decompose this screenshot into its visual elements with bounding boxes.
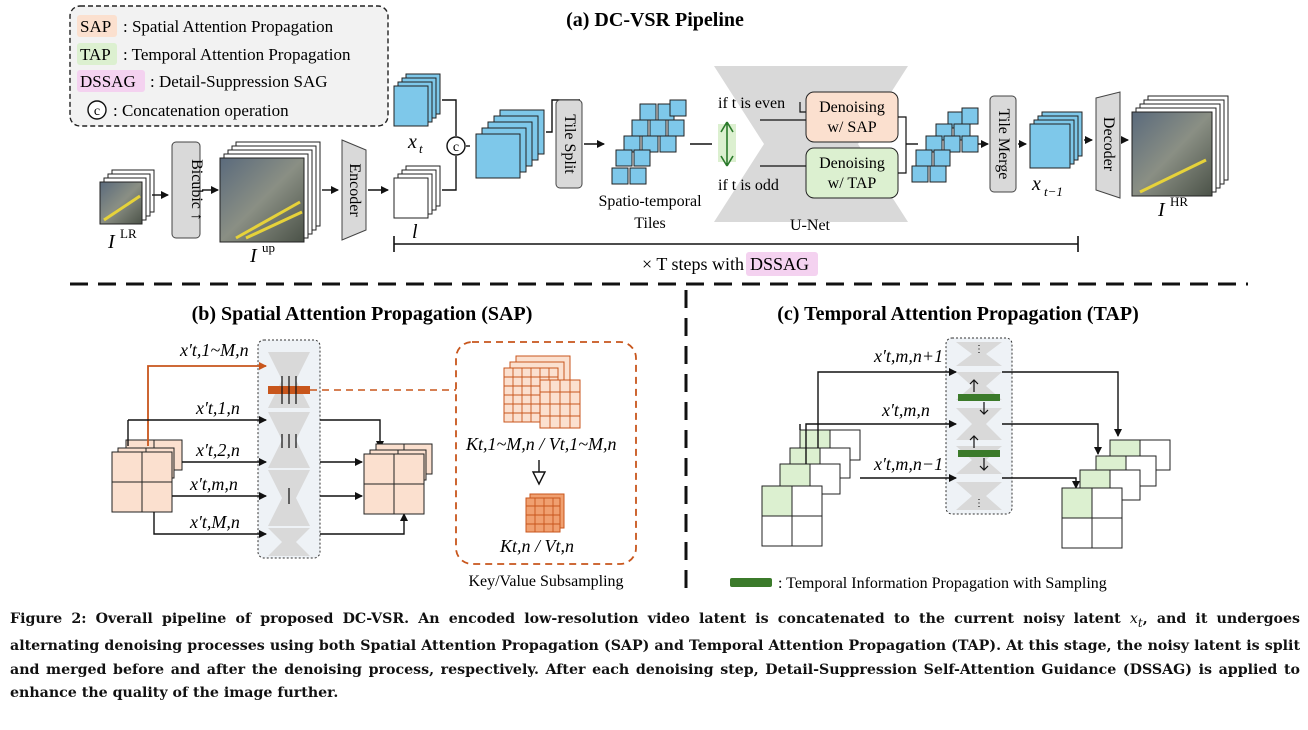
- concat-icon: [87, 100, 107, 120]
- xt-sub: t: [419, 141, 423, 156]
- bicubic-block: [171, 141, 201, 239]
- alternate-icon: [718, 121, 736, 167]
- legend-tap-abbr: TAP: [80, 45, 111, 64]
- if-even-label: if t is even: [718, 95, 785, 112]
- encoder-block: [341, 139, 367, 241]
- kv-sub-label: Kt,n / Vt,n: [499, 536, 574, 556]
- unet-label: U-Net: [790, 217, 831, 234]
- svg-text:⋮: ⋮: [974, 344, 984, 355]
- caption-part-2: , and it undergoes alternating denoising…: [10, 611, 1301, 702]
- caption-part-1: Figure 2: Overall pipeline of proposed D…: [10, 611, 1130, 627]
- xt-latent: [393, 73, 441, 127]
- concat-latent: [475, 109, 545, 179]
- sap-label-2: x′t,1,n: [195, 398, 240, 418]
- spatio-temporal-tiles: [611, 99, 687, 185]
- tile-merge-block: [989, 95, 1017, 193]
- tile-merge-label: Tile Merge: [995, 109, 1012, 180]
- legend-sap-desc: : Spatial Attention Propagation: [123, 17, 334, 36]
- legend-dssag-abbr: DSSAG: [80, 72, 136, 91]
- decoder-block: [1095, 91, 1121, 199]
- tap-label-1: x′t,m,n+1: [873, 346, 943, 366]
- legend-dssag-desc: : Detail-Suppression SAG: [150, 72, 328, 91]
- steps-label: × T steps with: [642, 254, 744, 274]
- i-hr-label: I: [1157, 199, 1166, 221]
- i-lr-label: I: [107, 231, 116, 253]
- down-arrow-icon: [531, 460, 547, 486]
- lr-frames: [99, 169, 155, 225]
- legend-concat-symbol: c: [94, 104, 100, 119]
- steps-dssag: DSSAG: [750, 254, 809, 274]
- tap-input-cubes: [761, 429, 861, 547]
- xtm1-latent: [1029, 111, 1083, 169]
- decoder-label: Decoder: [1100, 117, 1117, 172]
- sap-input-cubes: [111, 439, 183, 513]
- svg-text:⋮: ⋮: [974, 498, 984, 509]
- denoise-sap-2: w/ SAP: [827, 119, 876, 136]
- tap-propagation-bar: [958, 394, 1000, 401]
- i-up-sup: up: [262, 240, 275, 255]
- sap-output-cubes: [363, 443, 433, 515]
- bicubic-label: Bicubic ↑: [188, 159, 205, 221]
- legend-sap-abbr: SAP: [80, 17, 111, 36]
- legend: SAP : Spatial Attention Propagation TAP …: [69, 5, 389, 127]
- unet-block: [714, 66, 908, 222]
- spatio-temporal-label-1: Spatio-temporal: [598, 193, 702, 210]
- i-hr-sup: HR: [1170, 194, 1188, 209]
- tap-legend-bar: [730, 578, 772, 587]
- kv-full-grid: [503, 355, 581, 429]
- kv-full-label: Kt,1~M,n / Vt,1~M,n: [465, 434, 616, 454]
- encoder-label: Encoder: [346, 163, 363, 217]
- kv-subsampling-label: Key/Value Subsampling: [468, 573, 623, 590]
- xt-label: x: [407, 131, 417, 153]
- concat-symbol: c: [453, 140, 459, 155]
- caption-xt-sub: t: [1137, 615, 1143, 630]
- legend-concat-desc: : Concatenation operation: [113, 101, 289, 120]
- output-tiles: [911, 107, 979, 183]
- i-up-label: I: [249, 245, 258, 267]
- spatio-temporal-label-2: Tiles: [634, 215, 665, 232]
- if-odd-label: if t is odd: [718, 177, 779, 194]
- tap-propagation-bar: [958, 450, 1000, 457]
- tap-label-2: x′t,m,n: [881, 400, 930, 420]
- caption-xt: x: [1129, 611, 1138, 627]
- panel-a-title: (a) DC-VSR Pipeline: [566, 9, 744, 31]
- l-latent: [393, 165, 441, 219]
- tap-label-3: x′t,m,n−1: [873, 454, 943, 474]
- sap-label-3: x′t,2,n: [195, 440, 240, 460]
- concat-icon: [446, 136, 466, 156]
- xtm1-sub: t−1: [1044, 184, 1063, 199]
- kv-sub-grid: [525, 493, 565, 533]
- sap-label-5: x′t,M,n: [189, 512, 240, 532]
- tap-output-cubes: [1061, 439, 1171, 549]
- i-lr-sup: LR: [120, 226, 137, 241]
- xtm1-label: x: [1031, 173, 1041, 195]
- tap-legend-text: : Temporal Information Propagation with …: [778, 575, 1107, 592]
- tile-split-label: Tile Split: [561, 114, 578, 174]
- kv-subsampling-box: [455, 341, 637, 565]
- sap-label-1: x′t,1~M,n: [179, 340, 249, 360]
- panel-c-title: (c) Temporal Attention Propagation (TAP): [777, 303, 1138, 325]
- figure-caption: Figure 2: Overall pipeline of proposed D…: [10, 608, 1300, 706]
- hr-frames: [1131, 95, 1229, 197]
- legend-tap-desc: : Temporal Attention Propagation: [123, 45, 351, 64]
- denoise-tap-1: Denoising: [819, 155, 885, 172]
- sap-label-4: x′t,m,n: [189, 474, 238, 494]
- pipeline-figure: SAP : Spatial Attention Propagation TAP …: [69, 5, 1248, 592]
- denoise-sap-1: Denoising: [819, 99, 885, 116]
- tile-split-block: [555, 99, 583, 189]
- l-label: l: [412, 221, 418, 243]
- up-frames: [219, 141, 321, 243]
- denoise-tap-2: w/ TAP: [828, 175, 877, 192]
- panel-b-title: (b) Spatial Attention Propagation (SAP): [192, 303, 533, 325]
